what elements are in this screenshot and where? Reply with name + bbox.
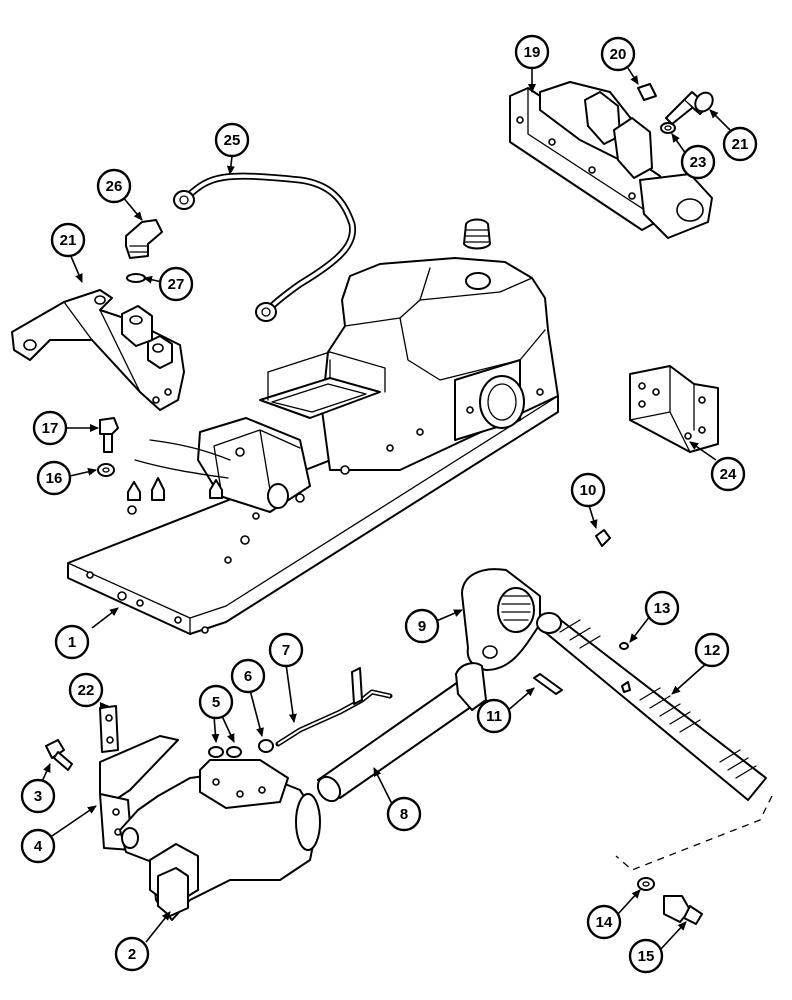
svg-text:16: 16 <box>46 470 63 487</box>
detent-ball <box>619 642 629 650</box>
ram-cylinder <box>119 759 321 921</box>
svg-text:25: 25 <box>224 132 241 149</box>
svg-text:21: 21 <box>732 136 749 153</box>
callout-24: 24 <box>710 456 746 492</box>
elbow-fitting <box>125 219 163 259</box>
callout-13: 13 <box>644 590 680 626</box>
svg-text:19: 19 <box>524 44 541 61</box>
svg-text:6: 6 <box>244 668 252 685</box>
callout-14: 14 <box>586 904 622 940</box>
svg-text:21: 21 <box>60 232 77 249</box>
shaft-key <box>533 673 563 695</box>
callout-27: 27 <box>158 266 194 302</box>
hydraulic-pipe <box>173 172 357 322</box>
plug <box>595 529 611 547</box>
svg-text:22: 22 <box>78 682 95 699</box>
svg-text:2: 2 <box>128 946 136 963</box>
alignment-dashes <box>615 795 773 871</box>
svg-text:26: 26 <box>106 178 123 195</box>
callout-17: 17 <box>32 410 68 446</box>
svg-text:4: 4 <box>34 838 43 855</box>
callout-23: 23 <box>680 144 716 180</box>
svg-text:13: 13 <box>654 600 671 617</box>
washer-23 <box>660 122 676 134</box>
callout-22: 22 <box>68 672 104 708</box>
callout-25: 25 <box>214 122 250 158</box>
mounting-bracket <box>629 365 719 453</box>
callout-16: 16 <box>36 460 72 496</box>
roll-pin <box>637 83 657 101</box>
callout-5: 5 <box>198 684 234 720</box>
callout-9: 9 <box>404 608 440 644</box>
svg-text:7: 7 <box>282 642 290 659</box>
svg-text:20: 20 <box>610 46 627 63</box>
svg-text:17: 17 <box>42 420 59 437</box>
svg-text:5: 5 <box>212 694 220 711</box>
svg-text:14: 14 <box>596 914 613 931</box>
callout-12: 12 <box>694 632 730 668</box>
callout-3: 3 <box>20 778 56 814</box>
callout-1: 1 <box>54 624 90 660</box>
piston-rod <box>316 662 487 803</box>
svg-text:23: 23 <box>690 154 707 171</box>
cylinder-plug <box>258 739 274 753</box>
svg-text:24: 24 <box>720 466 737 483</box>
svg-text:1: 1 <box>68 634 76 651</box>
callout-7: 7 <box>268 632 304 668</box>
callout-4: 4 <box>20 828 56 864</box>
lift-arm-bracket <box>11 289 185 411</box>
svg-text:8: 8 <box>400 806 408 823</box>
leader-lines <box>39 67 733 951</box>
callout-6: 6 <box>230 658 266 694</box>
callout-19: 19 <box>514 34 550 70</box>
svg-text:12: 12 <box>704 642 721 659</box>
lift-arm-shaft-assembly <box>509 81 713 239</box>
svg-text:10: 10 <box>580 482 597 499</box>
callout-21-left: 21 <box>50 222 86 258</box>
gasket <box>99 705 119 753</box>
svg-text:9: 9 <box>418 618 426 635</box>
svg-text:27: 27 <box>168 276 185 293</box>
washer-14 <box>637 877 655 891</box>
socket-head-bolt-right <box>665 91 714 125</box>
lift-cover-housing <box>67 257 559 635</box>
callout-8: 8 <box>386 796 422 832</box>
callout-10: 10 <box>570 472 606 508</box>
callout-2: 2 <box>114 936 150 972</box>
cross-shaft <box>536 612 767 801</box>
svg-text:15: 15 <box>638 948 655 965</box>
svg-text:3: 3 <box>34 788 42 805</box>
callout-11: 11 <box>476 698 512 734</box>
breather-cap <box>463 218 491 250</box>
lift-arm <box>461 568 541 671</box>
nuts <box>208 746 242 758</box>
hex-bolt-15 <box>663 895 703 925</box>
o-ring <box>126 273 146 283</box>
callout-15: 15 <box>628 938 664 974</box>
washer-16 <box>97 463 115 477</box>
screw <box>45 739 73 771</box>
callout-21-right: 21 <box>722 126 758 162</box>
linkage-rod <box>275 667 393 747</box>
svg-text:11: 11 <box>486 708 502 725</box>
callout-26: 26 <box>96 168 132 204</box>
hex-bolt-17 <box>99 417 119 453</box>
callout-20: 20 <box>600 36 636 72</box>
